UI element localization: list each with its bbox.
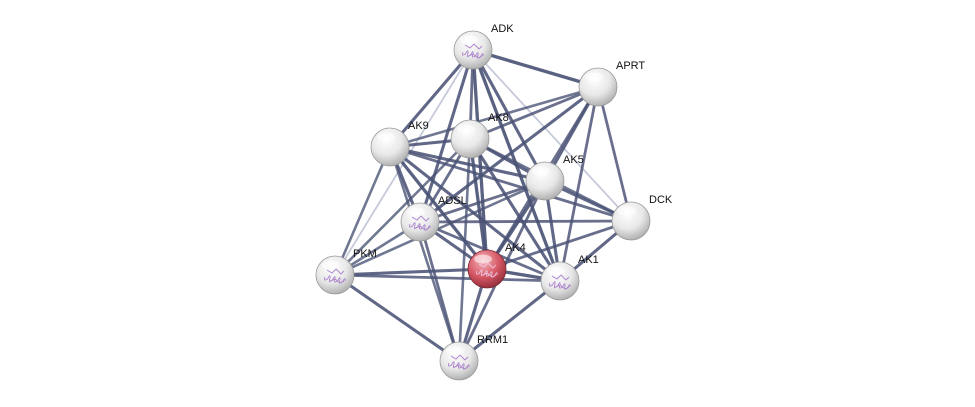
- node-ak8[interactable]: AK8: [450, 112, 509, 159]
- node-highlight: [474, 254, 492, 264]
- edge-adk-aprt[interactable]: [471, 48, 600, 89]
- edge-aprt-ak1[interactable]: [558, 85, 600, 283]
- node-highlight: [322, 260, 340, 270]
- edge-ak8-pkm[interactable]: [333, 137, 472, 277]
- edge-ak8-rrm1[interactable]: [457, 137, 472, 363]
- edge-ak5-pkm[interactable]: [333, 179, 547, 277]
- edge-ak1-rrm1[interactable]: [457, 279, 562, 363]
- node-dck[interactable]: DCK: [611, 194, 673, 241]
- edge-dck-adsl[interactable]: [418, 219, 633, 224]
- node-highlight: [457, 124, 475, 134]
- edge-ak9-pkm[interactable]: [333, 145, 392, 277]
- edge-ak9-rrm1[interactable]: [388, 145, 461, 363]
- edge-aprt-ak8[interactable]: [468, 85, 600, 141]
- edge-aprt-dck[interactable]: [596, 85, 633, 223]
- node-ak1[interactable]: AK1: [540, 254, 599, 301]
- node-adk[interactable]: ADK: [453, 23, 514, 70]
- edge-ak9-dck[interactable]: [388, 145, 633, 223]
- protein-structure-icon: [323, 268, 346, 284]
- node-adsl[interactable]: ADSL: [400, 195, 467, 242]
- node-ak9[interactable]: AK9: [370, 120, 429, 167]
- node-label: RRM1: [477, 334, 508, 346]
- node-ak5[interactable]: AK5: [525, 154, 584, 201]
- edge-ak9-ak1[interactable]: [388, 145, 562, 283]
- edge-adk-ak5[interactable]: [471, 48, 547, 183]
- node-label: AK8: [488, 112, 509, 124]
- node-highlight: [532, 166, 550, 176]
- edge-pkm-rrm1[interactable]: [333, 273, 461, 363]
- edge-adk-dck[interactable]: [472, 49, 632, 222]
- edge-ak9-ak4[interactable]: [388, 145, 489, 271]
- node-label: AK1: [578, 254, 599, 266]
- node-label: ADSL: [438, 195, 467, 207]
- node-label: PKM: [353, 248, 377, 260]
- node-label: APRT: [616, 60, 645, 72]
- node-pkm[interactable]: PKM: [315, 248, 377, 295]
- node-highlight: [618, 206, 636, 216]
- node-highlight: [446, 346, 464, 356]
- edge-pkm-ak1[interactable]: [333, 273, 562, 283]
- node-label: ADK: [491, 23, 514, 35]
- protein-structure-icon: [461, 43, 484, 59]
- node-highlight: [460, 35, 478, 45]
- protein-structure-icon: [548, 274, 571, 290]
- node-label: AK4: [505, 242, 526, 254]
- protein-structure-icon: [447, 354, 470, 370]
- edge-ak8-ak1[interactable]: [468, 137, 562, 283]
- edge-adk-ak4[interactable]: [471, 48, 489, 271]
- node-ak4[interactable]: AK4: [467, 242, 526, 289]
- protein-structure-icon: [475, 262, 498, 278]
- edge-ak5-adsl[interactable]: [418, 179, 547, 224]
- node-label: AK5: [563, 154, 584, 166]
- node-aprt[interactable]: APRT: [578, 60, 645, 107]
- protein-structure-icon: [408, 215, 431, 231]
- edge-adsl-rrm1[interactable]: [418, 220, 461, 363]
- edge-aprt-ak9[interactable]: [388, 85, 600, 149]
- edge-pkm-ak4[interactable]: [333, 267, 489, 277]
- node-highlight: [547, 266, 565, 276]
- node-label: AK9: [408, 120, 429, 132]
- node-label: DCK: [649, 194, 673, 206]
- node-highlight: [407, 207, 425, 217]
- node-highlight: [585, 72, 603, 82]
- node-highlight: [377, 132, 395, 142]
- edge-aprt-adsl[interactable]: [418, 85, 600, 224]
- node-rrm1[interactable]: RRM1: [439, 334, 508, 381]
- edge-adk-ak9[interactable]: [388, 48, 475, 149]
